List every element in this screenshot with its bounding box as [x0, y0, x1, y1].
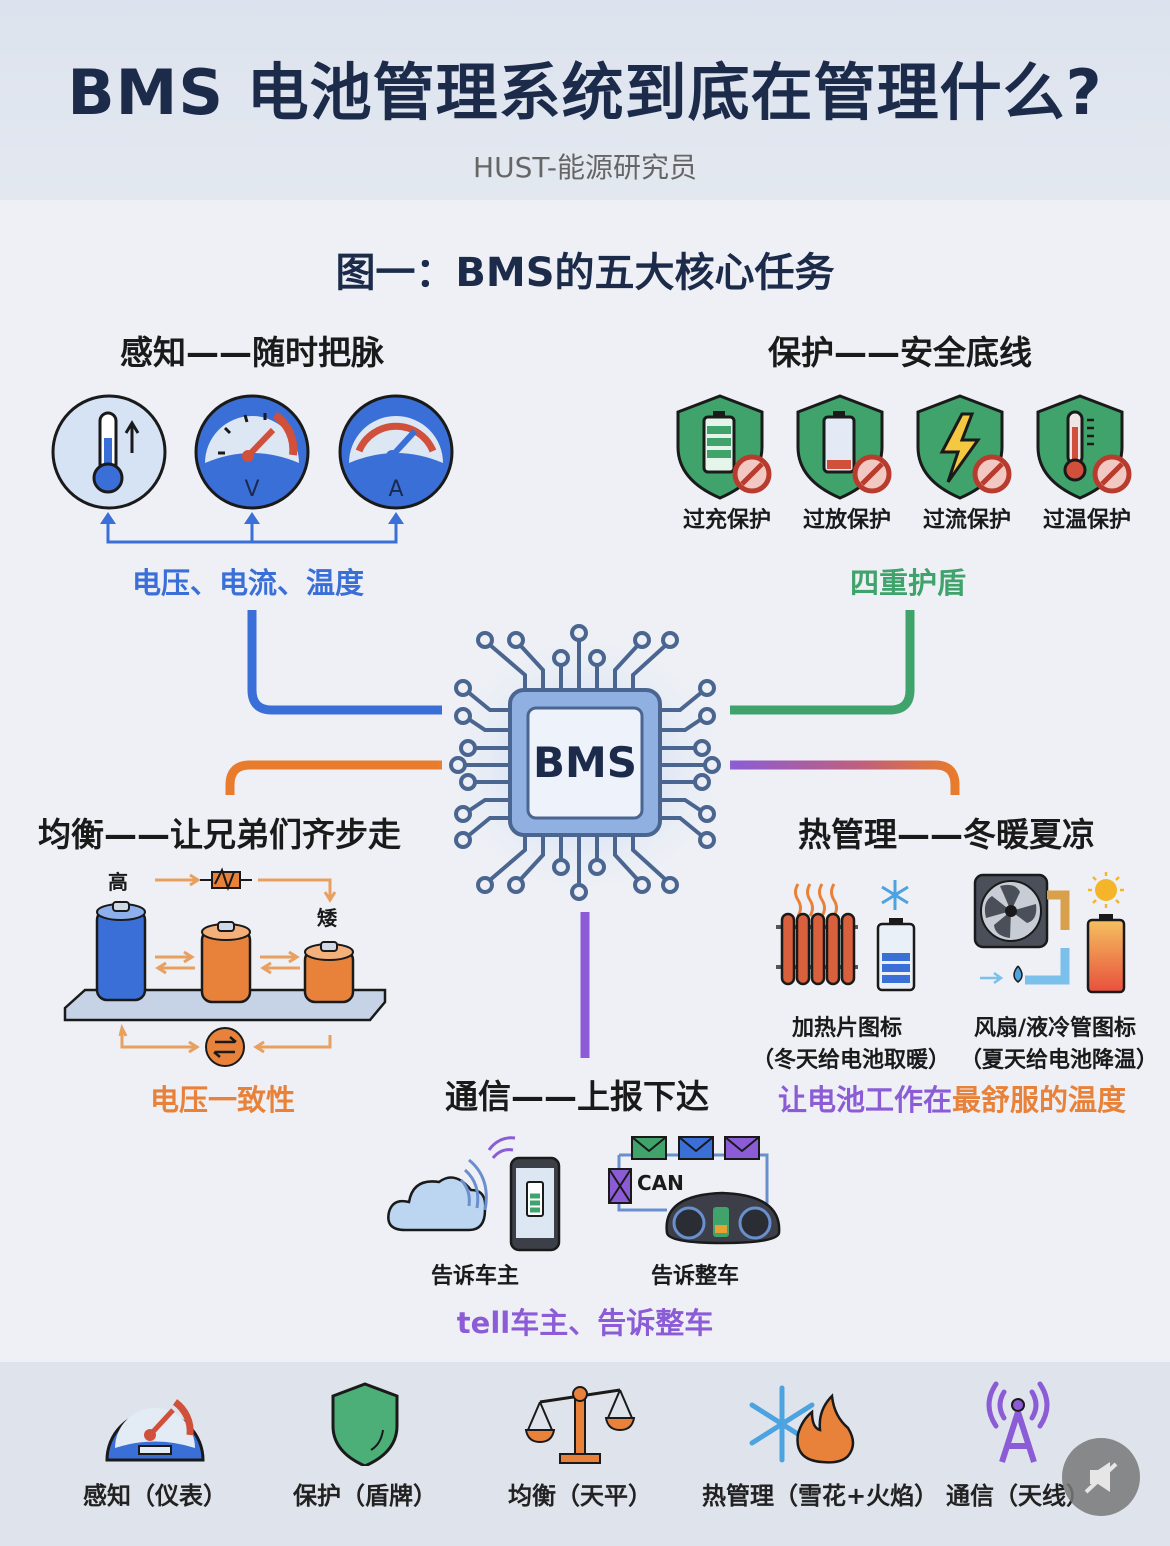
chip-label: BMS [532, 738, 638, 787]
legend-item-protection: 保护（盾牌） [265, 1380, 465, 1511]
cloud-phone-icon [385, 1130, 565, 1255]
empty-battery-shield-icon [796, 394, 892, 500]
ammeter-letter: A [388, 477, 403, 502]
cooling-title: 风扇/液冷管图标 [973, 1016, 1137, 1041]
page-title: BMS 电池管理系统到底在管理什么? [67, 56, 1103, 129]
heater-note: （冬天给电池取暖） [752, 1048, 951, 1073]
can-label: CAN [637, 1171, 684, 1195]
thermometer-icon [50, 393, 168, 511]
snowflake-flame-icon [749, 1385, 855, 1464]
balancing-connector [225, 760, 442, 795]
high-label: 高 [108, 870, 128, 894]
snowflake-icon [881, 880, 909, 910]
tell-owner-label: 告诉车主 [430, 1264, 519, 1289]
legend-item-sensing: 感知（仪表） [55, 1380, 255, 1511]
protection-items: 过充保护 过放保护 过流保护 过温保护 [672, 392, 1152, 552]
legend-item-thermal: 热管理（雪花+火焰） [702, 1380, 939, 1511]
battery-mid [200, 921, 252, 1004]
legend-label: 感知（仪表） [83, 1482, 227, 1510]
legend-item-communication: 通信（天线） [918, 1380, 1118, 1511]
balancing-summary: 电压一致性 [150, 1083, 296, 1117]
protection-label: 过放保护 [802, 508, 891, 533]
sensing-summary: 电压、电流、温度 [132, 566, 365, 600]
ammeter-icon: A [337, 393, 455, 511]
swap-icon [205, 1027, 245, 1067]
heater-battery-icon [770, 872, 920, 1002]
communication-title: 通信——上报下达 [445, 1077, 709, 1116]
shield-icon [331, 1382, 399, 1466]
thermometer-shield-icon [1036, 394, 1132, 500]
battery-low [303, 941, 355, 1004]
legend-label: 保护（盾牌） [293, 1482, 437, 1510]
sensing-title: 感知——随时把脉 [120, 333, 384, 372]
protection-item-overdischarge: 过放保护 [792, 392, 902, 534]
scale-icon [524, 1386, 636, 1464]
mute-button[interactable] [1062, 1438, 1140, 1516]
heater-title: 加热片图标 [791, 1016, 902, 1041]
balancing-diagram: 高 矮 [60, 860, 390, 1070]
antenna-icon [986, 1381, 1050, 1463]
voltmeter-letter: V [244, 477, 259, 502]
thermal-title: 热管理——冬暖夏凉 [798, 815, 1095, 854]
battery-high [95, 901, 147, 1002]
protection-label: 过充保护 [682, 508, 771, 533]
sun-icon [1088, 872, 1124, 908]
bms-chip: BMS [430, 620, 740, 910]
legend-item-balancing: 均衡（天平） [480, 1380, 680, 1511]
can-dashboard-icon: CAN [607, 1135, 787, 1250]
protection-item-overcharge: 过充保护 [672, 392, 782, 534]
thermal-summary-part1: 让电池工作在 [778, 1083, 953, 1117]
cooling-label: 风扇/液冷管图标 （夏天给电池降温） [960, 1010, 1159, 1074]
protection-item-overcurrent: 过流保护 [912, 392, 1022, 534]
balancing-title: 均衡——让兄弟们齐步走 [38, 815, 401, 854]
author-subtitle: HUST-能源研究员 [473, 151, 697, 184]
legend-label: 热管理（雪花+火焰） [702, 1482, 939, 1510]
protection-connector [730, 610, 915, 715]
tell-vehicle-label: 告诉整车 [650, 1264, 739, 1289]
communication-summary: tell车主、告诉整车 [456, 1306, 714, 1340]
cooling-note: （夏天给电池降温） [960, 1048, 1159, 1073]
protection-title: 保护——安全底线 [768, 333, 1032, 372]
protection-summary: 四重护盾 [850, 566, 967, 600]
header-band [0, 0, 1170, 200]
full-battery-shield-icon [676, 394, 772, 500]
protection-label: 过流保护 [922, 508, 1011, 533]
thermal-summary-part2: 最舒服的温度 [952, 1083, 1127, 1117]
heater-label: 加热片图标 （冬天给电池取暖） [752, 1010, 951, 1074]
fan-cooling-icon [970, 870, 1130, 1000]
gauge-icon [105, 1399, 205, 1462]
low-label: 矮 [317, 906, 337, 930]
figure-title: 图一：BMS的五大核心任务 [335, 250, 835, 296]
resistor-icon [200, 867, 252, 891]
protection-label: 过温保护 [1042, 508, 1131, 533]
lightning-shield-icon [916, 394, 1012, 500]
speaker-muted-icon [1084, 1462, 1118, 1494]
thermal-summary: 让电池工作在最舒服的温度 [778, 1077, 1126, 1119]
sensing-connector [247, 610, 442, 715]
legend-label: 均衡（天平） [508, 1482, 652, 1510]
protection-item-overtemp: 过温保护 [1032, 392, 1142, 534]
thermal-connector [730, 760, 960, 795]
voltmeter-icon: V [193, 393, 311, 511]
